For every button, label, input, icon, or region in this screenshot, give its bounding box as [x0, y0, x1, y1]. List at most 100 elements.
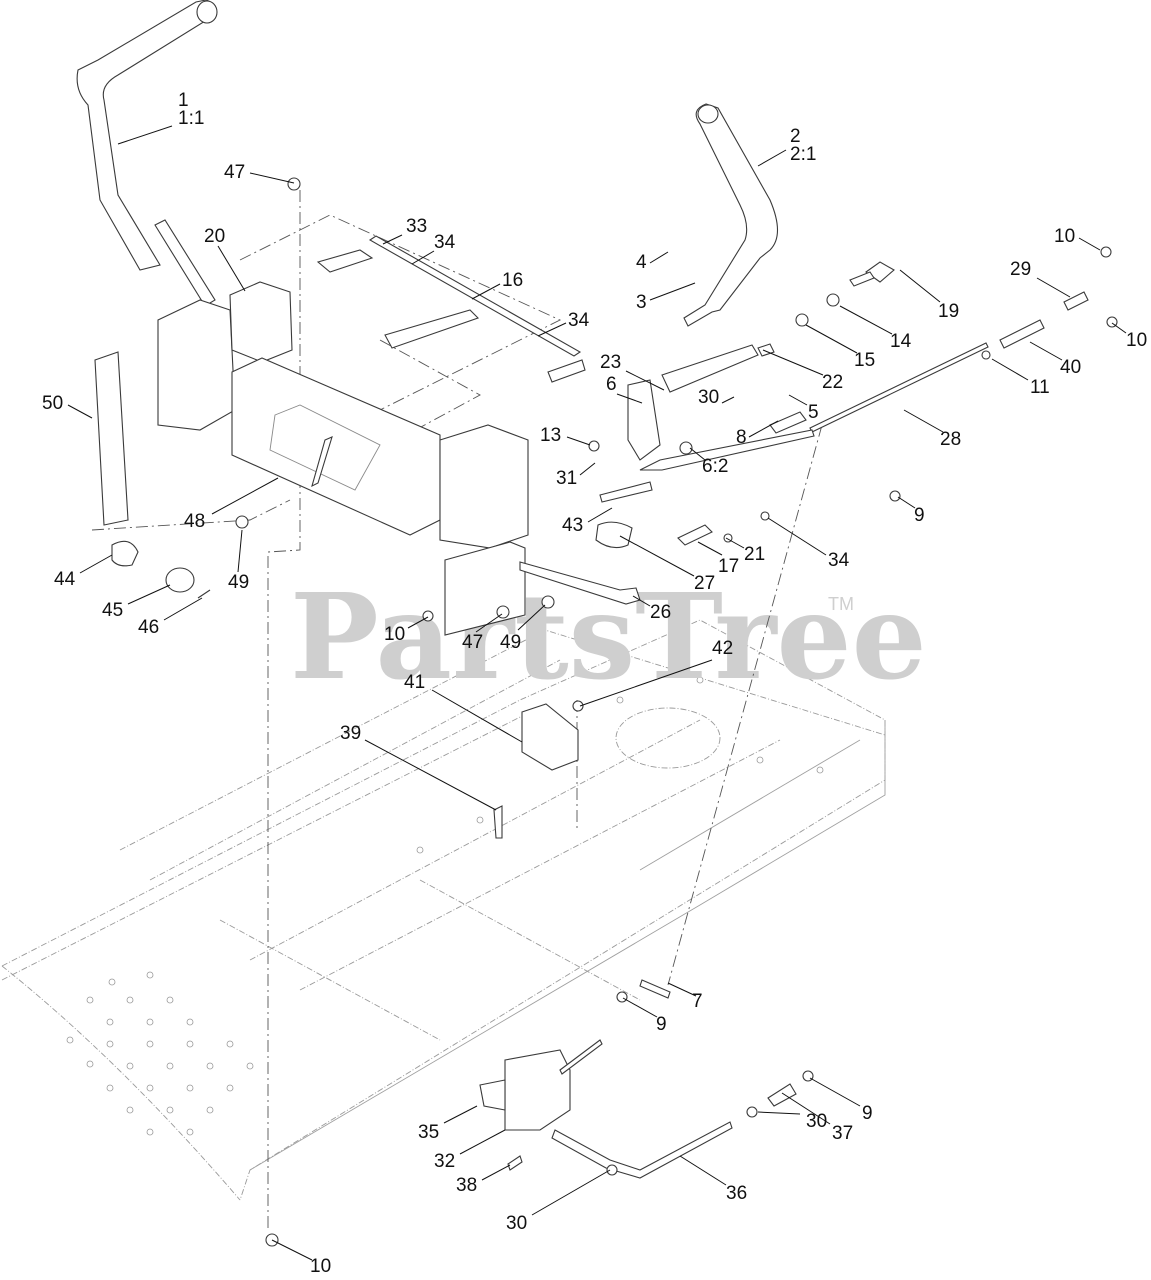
callout-number: 22 [822, 372, 843, 393]
leader-line [903, 409, 944, 433]
callout-number: 2 [790, 126, 801, 147]
callout-number: 10 [1126, 330, 1147, 351]
callout-number: 39 [340, 723, 361, 744]
callout-number: 10 [310, 1256, 331, 1277]
callout-14: 14 [839, 305, 912, 352]
leader-line [762, 349, 824, 376]
callout-47: 47 [462, 613, 503, 653]
leader-line [67, 404, 93, 419]
leader-line [1029, 341, 1063, 361]
callout-16: 16 [471, 270, 523, 300]
callout-number: 30 [506, 1213, 527, 1234]
leader-line [899, 269, 941, 303]
callout-number: 44 [54, 569, 76, 590]
leader-line [632, 595, 651, 607]
callout-3: 3 [636, 282, 696, 313]
callout-42: 42 [579, 638, 733, 707]
park-brake-crossbar [316, 235, 586, 383]
callout-number: 42 [712, 638, 733, 659]
leader-line [211, 477, 279, 515]
leader-line [271, 1239, 313, 1261]
callout-number: 9 [656, 1014, 667, 1035]
leader-line [809, 1077, 861, 1107]
callout-23: 23 [600, 352, 665, 391]
leader-line [431, 689, 523, 743]
callout-33: 33 [382, 216, 427, 245]
callout-number: 50 [42, 393, 63, 414]
callout-21: 21 [725, 537, 765, 565]
callout-37: 37 [781, 1092, 853, 1144]
callout-number: 48 [184, 511, 205, 532]
callout-26: 26 [632, 595, 671, 623]
callout-9: 9 [809, 1077, 873, 1124]
leader-line [237, 529, 243, 573]
leader-line [805, 324, 858, 354]
leader-line [781, 1092, 831, 1125]
callout-13: 13 [540, 425, 591, 446]
callout-32: 32 [434, 1129, 506, 1172]
leader-line [537, 322, 567, 337]
callout-17: 17 [697, 541, 739, 577]
leader-line [517, 604, 546, 631]
callout-4: 4 [636, 251, 669, 273]
callout-28: 28 [903, 409, 961, 450]
leader-line [566, 436, 591, 446]
callout-number: 7 [692, 991, 703, 1012]
leader-line [725, 537, 745, 549]
callout-44: 44 [54, 554, 113, 590]
callout-34: 34 [411, 232, 456, 265]
callout-15: 15 [805, 324, 875, 371]
callout-number: 15 [854, 350, 875, 371]
callout-number: 36 [726, 1183, 747, 1204]
callout-10: 10 [1054, 226, 1101, 251]
callout-36: 36 [679, 1155, 747, 1204]
callout-11: 11 [991, 358, 1050, 398]
callout-30: 30 [506, 1169, 611, 1234]
callout-number: 6:2 [702, 456, 728, 477]
callout-sub-number: 2:1 [790, 144, 816, 165]
watermark-trademark: TM [828, 594, 854, 614]
callout-number: 28 [940, 429, 961, 450]
callout-19: 19 [899, 269, 959, 322]
callout-number: 49 [500, 632, 521, 653]
callout-number: 13 [540, 425, 561, 446]
callout-number: 38 [456, 1175, 477, 1196]
leader-line [757, 1111, 801, 1115]
console-tube [231, 357, 441, 536]
callout-number: 34 [434, 232, 456, 253]
leader-line [579, 462, 596, 476]
callout-31: 31 [556, 462, 596, 489]
callout-number: 30 [806, 1111, 827, 1132]
callout-number: 23 [600, 352, 621, 373]
callout-number: 11 [1030, 377, 1050, 398]
callout-number: 41 [404, 672, 425, 693]
callout-5: 5 [788, 394, 819, 423]
leader-line [697, 541, 723, 556]
leader-line [587, 507, 613, 523]
callout-43: 43 [562, 507, 613, 536]
callout-30: 30 [698, 387, 735, 408]
callout-number: 16 [502, 270, 523, 291]
callout-2: 22:1 [757, 126, 816, 167]
callout-number: 46 [138, 617, 159, 638]
leader-line [127, 584, 171, 605]
leader-line [616, 393, 643, 404]
leader-line [622, 997, 658, 1018]
callout-number: 17 [718, 556, 739, 577]
leader-line [471, 283, 501, 300]
callout-30: 30 [757, 1111, 827, 1132]
callout-number: 40 [1060, 357, 1081, 378]
leader-line [649, 251, 669, 264]
callout-number: 34 [828, 550, 850, 571]
leader-line [364, 739, 497, 811]
leader-line [679, 1155, 727, 1186]
leader-line [619, 535, 695, 577]
callout-number: 32 [434, 1151, 455, 1172]
callout-number: 6 [606, 374, 617, 395]
leader-line [411, 250, 435, 265]
callout-number: 1 [178, 90, 189, 111]
leader-line [1111, 322, 1127, 334]
callout-7: 7 [667, 982, 703, 1012]
callout-number: 10 [1054, 226, 1075, 247]
